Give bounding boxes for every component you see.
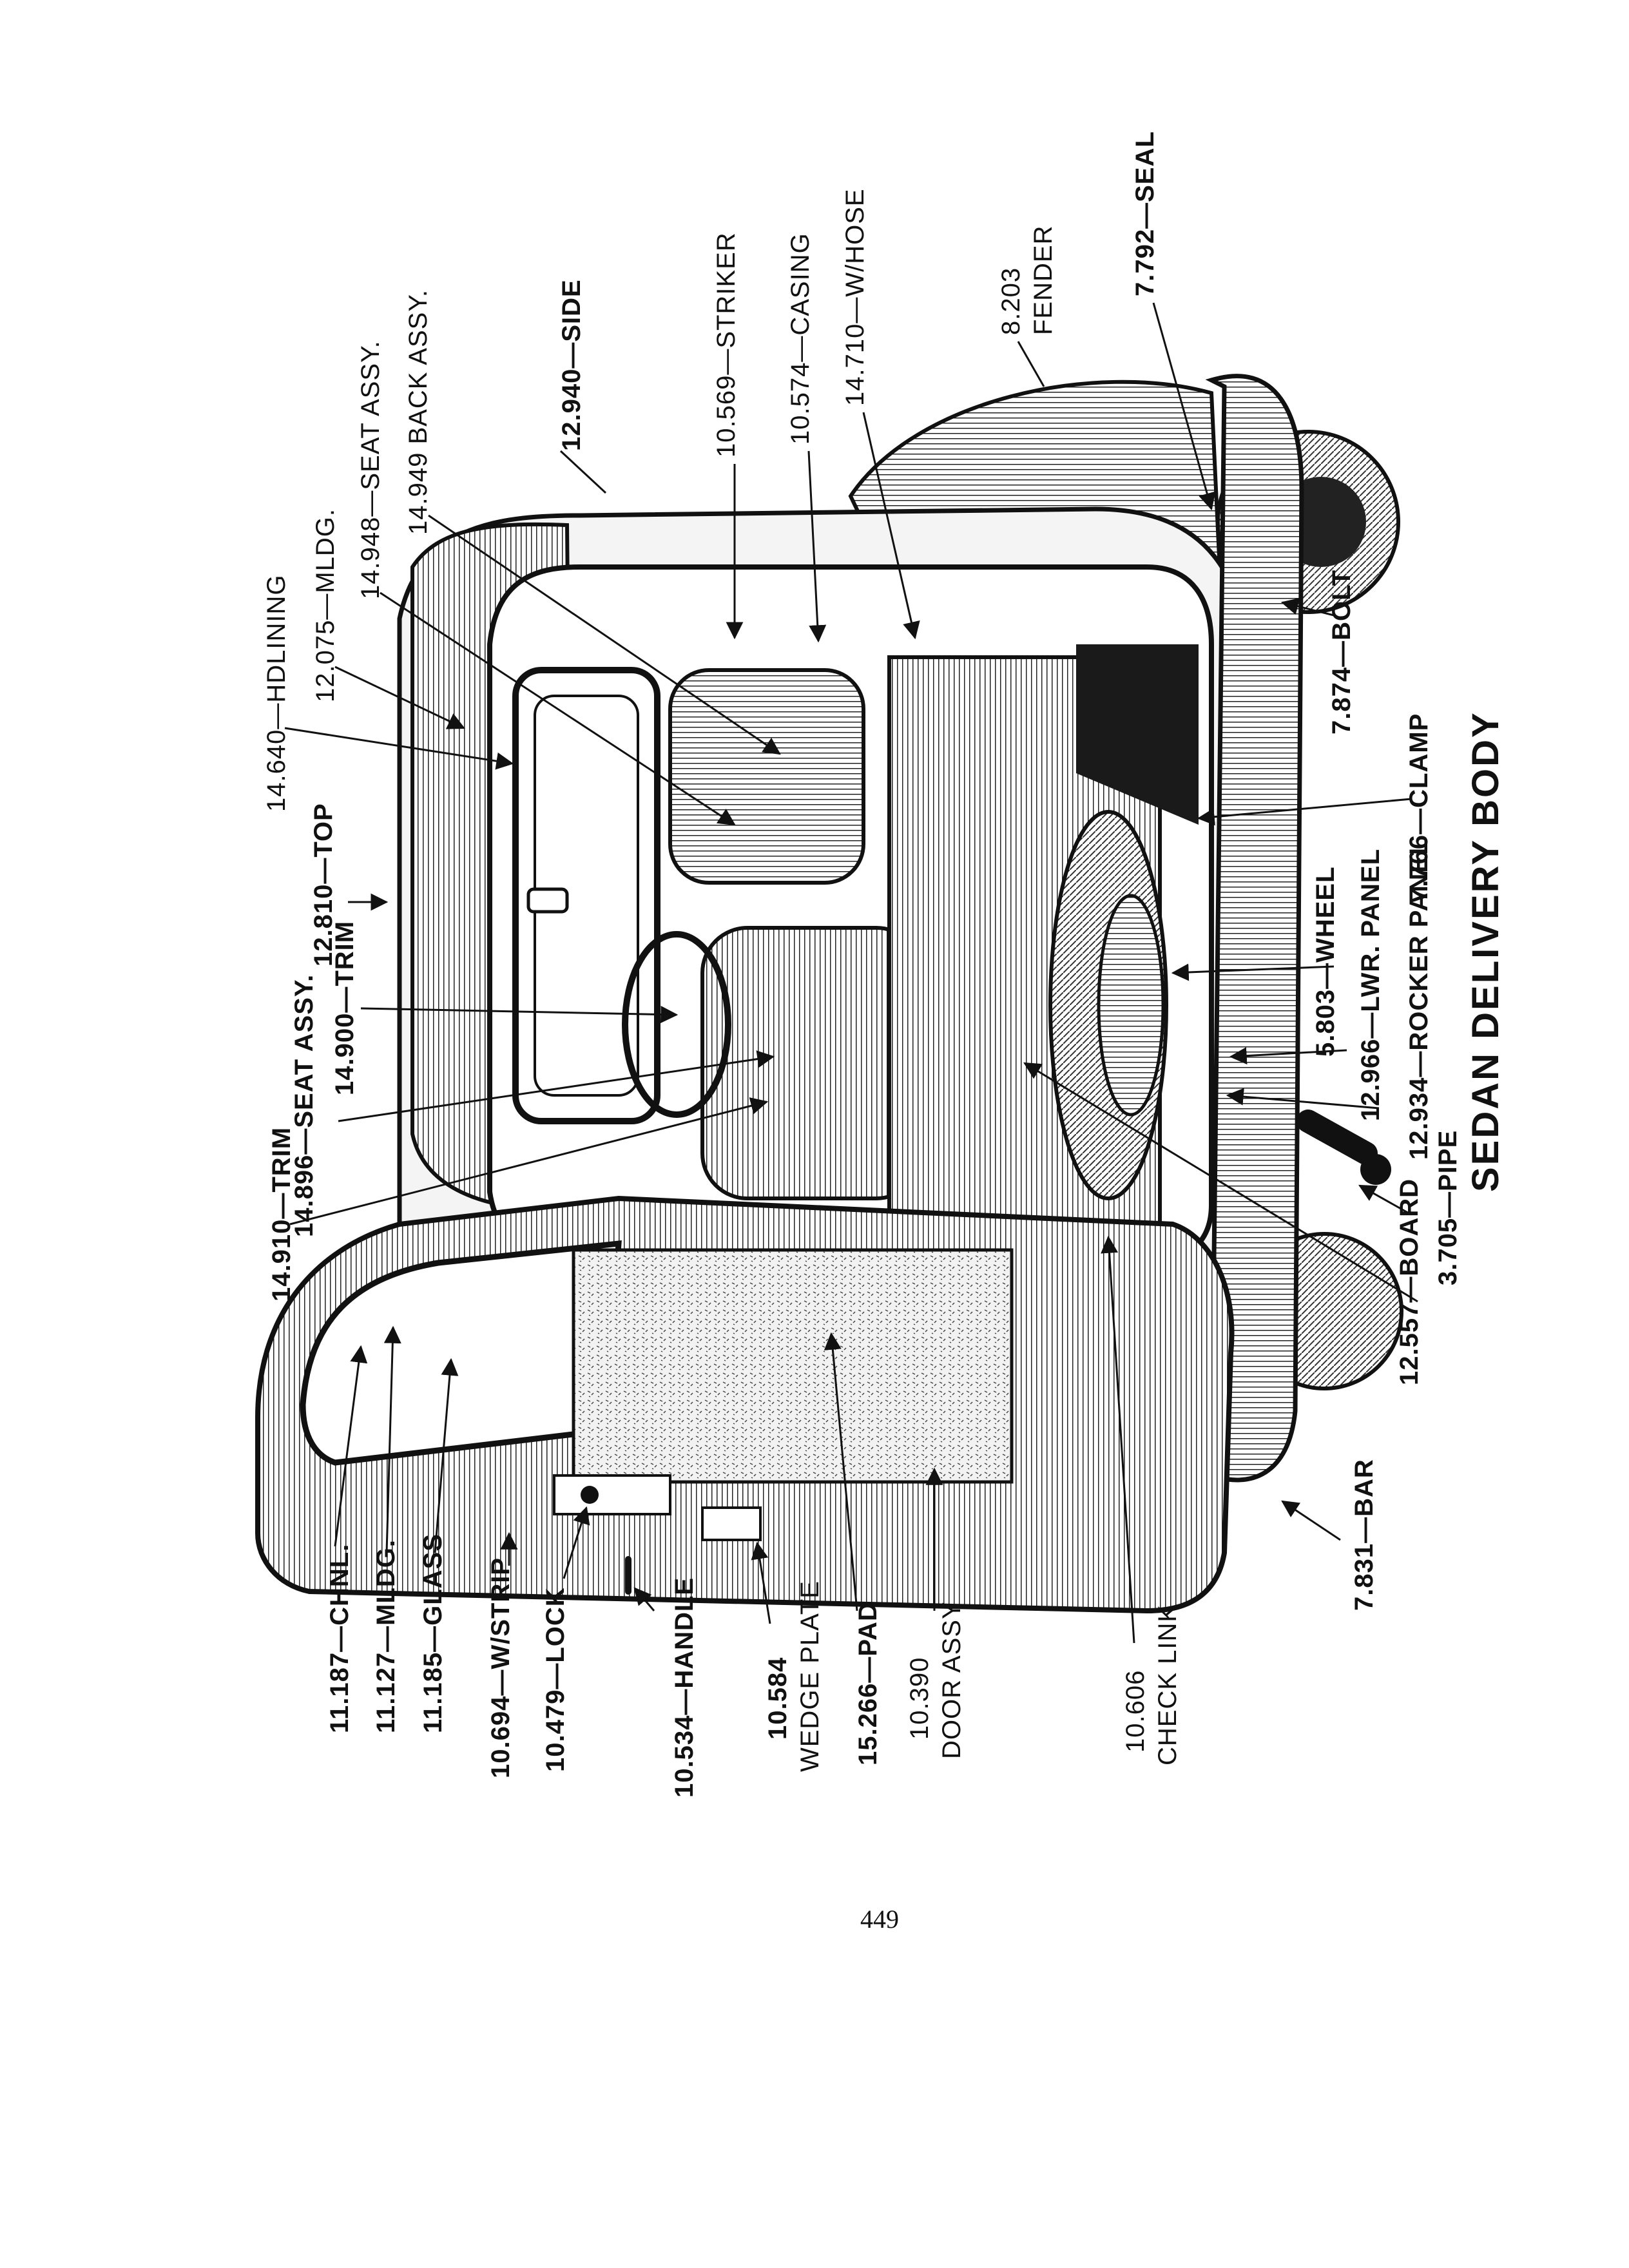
label-wedge-plate-num: 10.584 <box>764 1657 792 1740</box>
steering-wheel <box>622 931 731 1118</box>
label-glass: 11.185—GLASS <box>419 1533 447 1733</box>
label-handle: 10.534—HANDLE <box>670 1577 699 1798</box>
rear-view-mirror <box>526 887 569 914</box>
leader-handle <box>633 1587 655 1611</box>
label-bar: 7.831—BAR <box>1350 1459 1378 1611</box>
label-wedge-plate-name: WEDGE PLATE <box>796 1581 824 1772</box>
label-striker: 10.569—STRIKER <box>712 232 740 457</box>
label-lwr-panel: 12.966—LWR. PANEL <box>1356 849 1385 1121</box>
label-mldg-door: 11.127—MLDG. <box>372 1539 400 1733</box>
leader-check-link <box>1101 1235 1135 1644</box>
label-bolt: 7.874—BOLT <box>1327 570 1356 735</box>
rear-bumper <box>1205 374 1304 1483</box>
leader-casing <box>807 450 827 643</box>
leader-seal <box>1152 302 1216 511</box>
vehicle-illustration <box>255 374 1403 1614</box>
label-chnl: 11.187—CHNL. <box>325 1544 354 1733</box>
leader-lock <box>563 1506 590 1579</box>
lock-plate <box>553 1474 671 1515</box>
diagram-title: SEDAN DELIVERY BODY <box>1465 711 1507 1192</box>
leader-mldg-top <box>334 666 466 729</box>
leader-bar <box>1281 1500 1341 1541</box>
label-lock: 10.479—LOCK <box>541 1587 570 1772</box>
label-w-strip: 10.694—W/STRIP <box>487 1557 515 1778</box>
label-w-hose: 14.710—W/HOSE <box>841 188 869 406</box>
spare-wheel <box>1048 810 1168 1200</box>
label-rocker-panel: 12.934—ROCKER PANEL <box>1405 839 1433 1160</box>
page-number: 449 <box>860 1905 899 1934</box>
leader-fender <box>1017 341 1045 387</box>
label-check-link-num: 10.606 <box>1121 1670 1150 1753</box>
label-top: 12.810—TOP <box>309 803 338 966</box>
leader-lines <box>284 302 1418 1644</box>
label-seal: 7.792—SEAL <box>1131 131 1159 296</box>
label-hdlining: 14.640—HDLINING <box>262 575 291 812</box>
leader-rocker-panel <box>1226 1088 1380 1110</box>
label-side: 12.940—SIDE <box>557 279 586 451</box>
leader-side <box>559 450 607 494</box>
leader-clamp <box>1197 798 1412 826</box>
label-door-assy-num: 10.390 <box>905 1657 934 1740</box>
rear-seat-back <box>668 668 865 885</box>
leader-hdlining <box>284 727 514 770</box>
exhaust-pipe <box>1296 1110 1391 1185</box>
label-door-assy-name: DOOR ASSY <box>938 1601 966 1759</box>
leader-pad <box>824 1332 858 1611</box>
door-window <box>300 1240 622 1466</box>
callout-labels: 14.640—HDLINING 12.075—MLDG. 14.948—SEAT… <box>262 131 1507 1798</box>
label-fender-name: FENDER <box>1029 226 1057 335</box>
label-check-link-name: CHECK LINK <box>1153 1604 1182 1765</box>
label-seat-assy-front: 14.896—SEAT ASSY. <box>290 974 318 1237</box>
leader-seat-assy-rear <box>380 591 736 826</box>
label-mldg-top: 12.075—MLDG. <box>311 508 340 702</box>
label-trim-side: 14.910—TRIM <box>267 1127 296 1302</box>
leader-w-hose <box>862 412 920 640</box>
label-board: 12.557—BOARD <box>1395 1178 1423 1385</box>
leader-mldg-door <box>383 1325 401 1553</box>
leader-wedge-plate <box>751 1541 771 1624</box>
label-casing: 10.574—CASING <box>786 233 815 445</box>
leader-board <box>1023 1062 1418 1303</box>
door-pad <box>572 1248 1014 1484</box>
leader-glass <box>434 1358 459 1553</box>
label-seat-assy-rear: 14.948—SEAT ASSY. <box>356 340 385 599</box>
label-pad: 15.266—PAD <box>854 1602 882 1765</box>
label-pipe: 3.705—PIPE <box>1434 1130 1462 1285</box>
label-clamp: 7.766—CLAMP <box>1405 713 1433 902</box>
leader-pipe <box>1358 1184 1412 1216</box>
leader-trim-side <box>289 1097 769 1225</box>
wedge-plate-part <box>701 1506 762 1541</box>
leader-wheel <box>1171 963 1335 981</box>
label-wheel: 5.803—WHEEL <box>1311 866 1340 1057</box>
label-back-assy: 14.949 BACK ASSY. <box>404 289 432 535</box>
leader-seat-assy-front <box>338 1050 775 1122</box>
leader-chnl <box>334 1345 368 1547</box>
leader-back-assy <box>428 514 781 755</box>
label-trim-front: 14.900—TRIM <box>331 921 359 1095</box>
label-fender-num: 8.203 <box>997 267 1025 335</box>
leader-trim-front <box>360 1005 679 1023</box>
leader-bolt <box>1280 597 1335 617</box>
leader-lwr-panel <box>1229 1047 1347 1065</box>
lower-panel <box>1076 644 1199 825</box>
